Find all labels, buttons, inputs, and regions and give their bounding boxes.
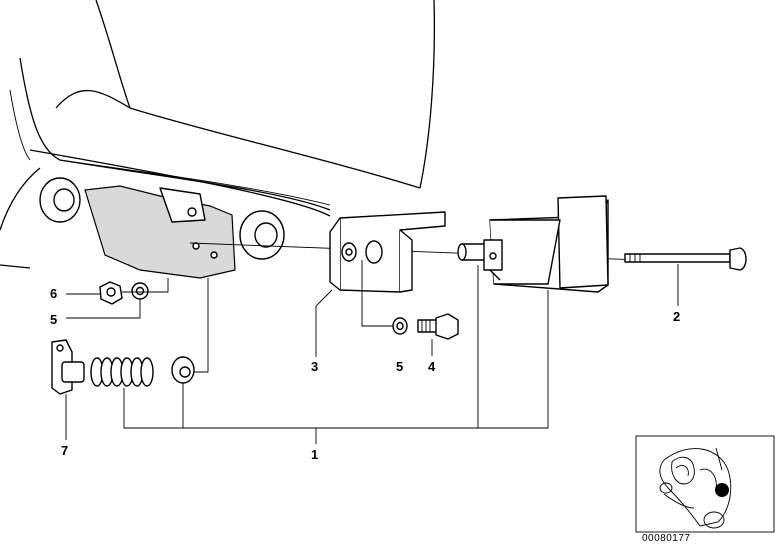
coil-spring <box>90 357 154 387</box>
location-marker <box>715 483 729 497</box>
mounting-plate <box>84 185 236 279</box>
stand-housing <box>457 195 609 293</box>
spring-cap <box>171 356 195 384</box>
callout-6: 6 <box>50 286 57 301</box>
washer-right <box>392 317 408 335</box>
vehicle-frame <box>0 0 436 279</box>
callout-3: 3 <box>311 359 318 374</box>
long-bolt <box>624 247 747 271</box>
leader-lines <box>65 260 679 444</box>
callout-1: 1 <box>311 447 318 462</box>
callout-7: 7 <box>61 443 68 458</box>
bracket <box>329 211 446 293</box>
reference-number: 00080177 <box>642 533 691 544</box>
hex-bolt <box>417 313 459 340</box>
frame-boss-left <box>39 177 81 223</box>
frame-boss-right <box>239 210 285 260</box>
callout-5-left: 5 <box>50 312 57 327</box>
hex-nut <box>99 281 123 305</box>
callout-5-right: 5 <box>396 359 403 374</box>
locator-inset <box>635 435 775 533</box>
callout-4: 4 <box>428 359 436 374</box>
spring-clip <box>51 339 85 395</box>
callout-2: 2 <box>673 309 680 324</box>
washer-left <box>131 282 149 300</box>
